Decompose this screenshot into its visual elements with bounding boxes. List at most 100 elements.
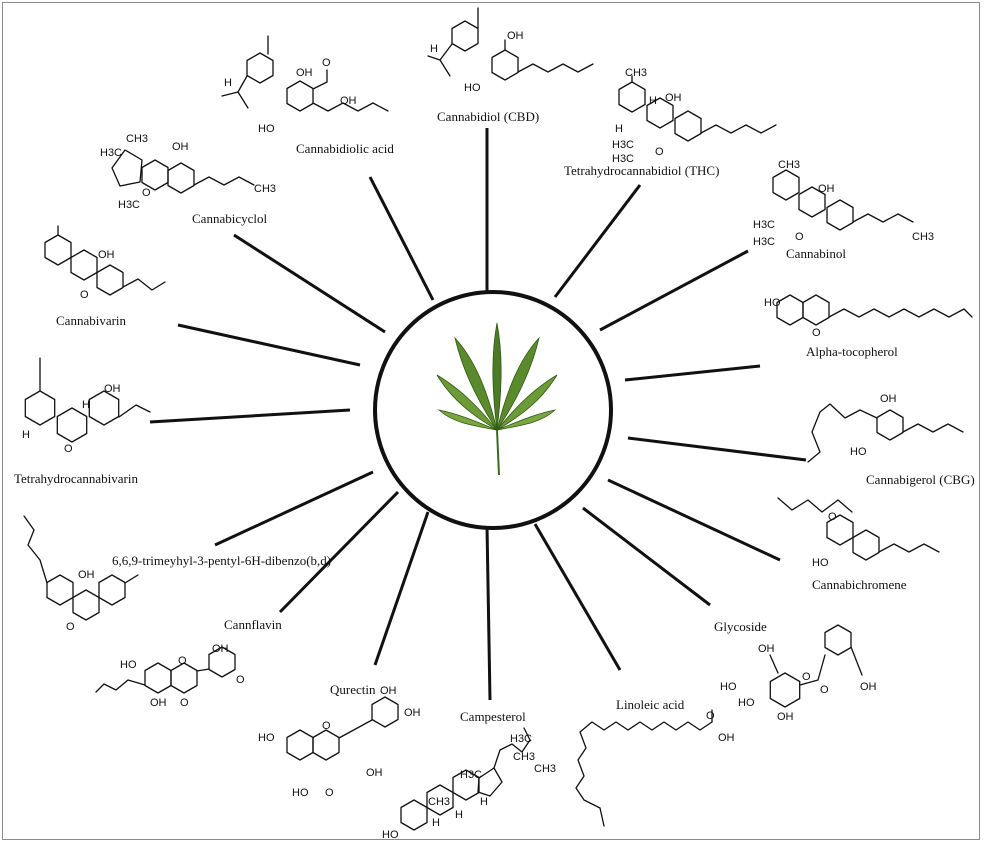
- atom-label: H3C: [510, 733, 532, 745]
- atom-label: H: [649, 95, 657, 107]
- structure-cbv: [44, 225, 166, 296]
- atom-label: O: [795, 231, 804, 243]
- atom-label: OH: [380, 685, 397, 697]
- compound-label-cbc: Cannabichromene: [812, 577, 907, 592]
- spoke-tocopherol: [624, 364, 761, 382]
- structure-cbl: [111, 149, 255, 194]
- atom-label: OH: [78, 569, 95, 581]
- compound-label-linoleic: Linoleic acid: [616, 697, 685, 712]
- structure-quercetin: [286, 696, 399, 761]
- spoke-cbg: [627, 436, 807, 462]
- compound-label-cbn: Cannabinol: [786, 246, 846, 261]
- compound-label-quercetin: Qurectin: [330, 682, 376, 697]
- atom-label: HO: [738, 697, 755, 709]
- atom-label: OH: [340, 95, 357, 107]
- atom-label: O: [802, 671, 811, 683]
- structure-cbda: [221, 35, 389, 112]
- atom-label: O: [820, 684, 829, 696]
- spoke-glycoside: [582, 506, 711, 607]
- atom-label: CH3: [625, 67, 647, 79]
- compound-label-cbg: Cannabigerol (CBG): [866, 472, 975, 487]
- spoke-thc: [553, 184, 642, 298]
- atom-label: O: [142, 187, 151, 199]
- atom-label: H3C: [753, 236, 775, 248]
- atom-label: HO: [382, 829, 399, 841]
- atom-label: OH: [212, 643, 229, 655]
- structure-linoleic: [575, 709, 713, 827]
- structure-dibenzo: [23, 515, 139, 621]
- structure-glycoside: [769, 624, 863, 708]
- atom-label: CH3: [428, 796, 450, 808]
- spoke-thcv: [149, 408, 351, 424]
- spoke-cbl: [233, 233, 386, 334]
- atom-label: H3C: [118, 199, 140, 211]
- atom-label: O: [655, 146, 664, 158]
- structure-thc: [618, 75, 777, 142]
- atom-label: HO: [120, 659, 137, 671]
- compound-cbv: OH O Cannabivarin: [44, 225, 166, 328]
- atom-label: O: [178, 655, 187, 667]
- atom-label: O: [828, 511, 837, 523]
- atom-label: O: [706, 710, 715, 722]
- compound-label-tocopherol: Alpha-tocopherol: [806, 344, 898, 359]
- atom-label: CH3: [513, 751, 535, 763]
- structure-cannflavin: [95, 646, 236, 694]
- compound-cbda: OH O OH H HO Cannabidiolic acid: [221, 35, 394, 156]
- compound-label-cbl: Cannabicyclol: [192, 211, 267, 226]
- atom-label: H: [22, 429, 30, 441]
- atom-label: O: [236, 674, 245, 686]
- compound-thcv: OH H H O Tetrahydrocannabivarin: [14, 357, 151, 486]
- spoke-quercetin: [373, 511, 430, 666]
- atom-label: O: [325, 787, 334, 799]
- atom-label: HO: [258, 123, 275, 135]
- atom-label: OH: [758, 643, 775, 655]
- spoke-cbc: [607, 478, 781, 562]
- atom-label: OH: [404, 707, 421, 719]
- atom-label: H: [615, 123, 623, 135]
- compound-campesterol: H3C CH3 H3C CH3 CH3 H H H HO Campesterol: [382, 709, 556, 841]
- atom-label: H: [430, 43, 438, 55]
- structure-tocopherol: [776, 294, 973, 326]
- atom-label: H3C: [460, 769, 482, 781]
- atom-label: O: [812, 327, 821, 339]
- structure-thcv: [24, 357, 151, 443]
- atom-label: HO: [720, 681, 737, 693]
- compound-tocopherol: HO O Alpha-tocopherol: [764, 294, 973, 359]
- compound-cbl: CH3 H3C OH H3C O CH3 Cannabicyclol: [100, 133, 276, 226]
- compound-thc: CH3 H OH H H3C H3C O Tetrahydrocannabidi…: [564, 67, 777, 178]
- atom-label: HO: [764, 297, 781, 309]
- atom-label: O: [80, 289, 89, 301]
- compound-cannflavin: OH O HO O OH O Cannflavin: [95, 617, 282, 709]
- atom-label: OH: [172, 141, 189, 153]
- atom-label: OH: [296, 67, 313, 79]
- atom-label: OH: [818, 183, 835, 195]
- structure-cbc: [777, 497, 940, 561]
- atom-label: OH: [104, 383, 121, 395]
- structure-campesterol: [400, 727, 531, 831]
- compound-linoleic: O OH Linoleic acid: [575, 697, 735, 827]
- spoke-cannflavin: [278, 490, 400, 614]
- atom-label: O: [322, 57, 331, 69]
- spoke-cbv: [177, 323, 361, 367]
- compound-glycoside: OH HO O HO OH O OH Glycoside: [714, 619, 877, 723]
- atom-label: HO: [258, 732, 275, 744]
- atom-label: H3C: [612, 153, 634, 165]
- cannabis-leaf-icon: [436, 322, 558, 476]
- compound-label-campesterol: Campesterol: [460, 709, 526, 724]
- atom-label: CH3: [912, 231, 934, 243]
- connector-lines: [149, 128, 807, 701]
- compound-cbc: O HO Cannabichromene: [777, 497, 940, 592]
- compound-label-cbda: Cannabidiolic acid: [296, 141, 394, 156]
- atom-label: HO: [812, 557, 829, 569]
- atom-label: OH: [665, 92, 682, 104]
- compound-cbn: CH3 OH H3C H3C O CH3 Cannabinol: [753, 159, 934, 261]
- spoke-linoleic: [533, 523, 622, 671]
- spoke-campesterol: [485, 525, 492, 701]
- compound-cbg: OH HO Cannabigerol (CBG): [807, 393, 975, 487]
- atom-label: O: [322, 720, 331, 732]
- compound-dibenzo: OH O 6,6,9-trimeyhyl-3-pentyl-6H-dibenzo…: [23, 515, 331, 633]
- compound-label-thc: Tetrahydrocannabidiol (THC): [564, 163, 719, 178]
- atom-label: HO: [292, 787, 309, 799]
- center-circle: [373, 290, 613, 530]
